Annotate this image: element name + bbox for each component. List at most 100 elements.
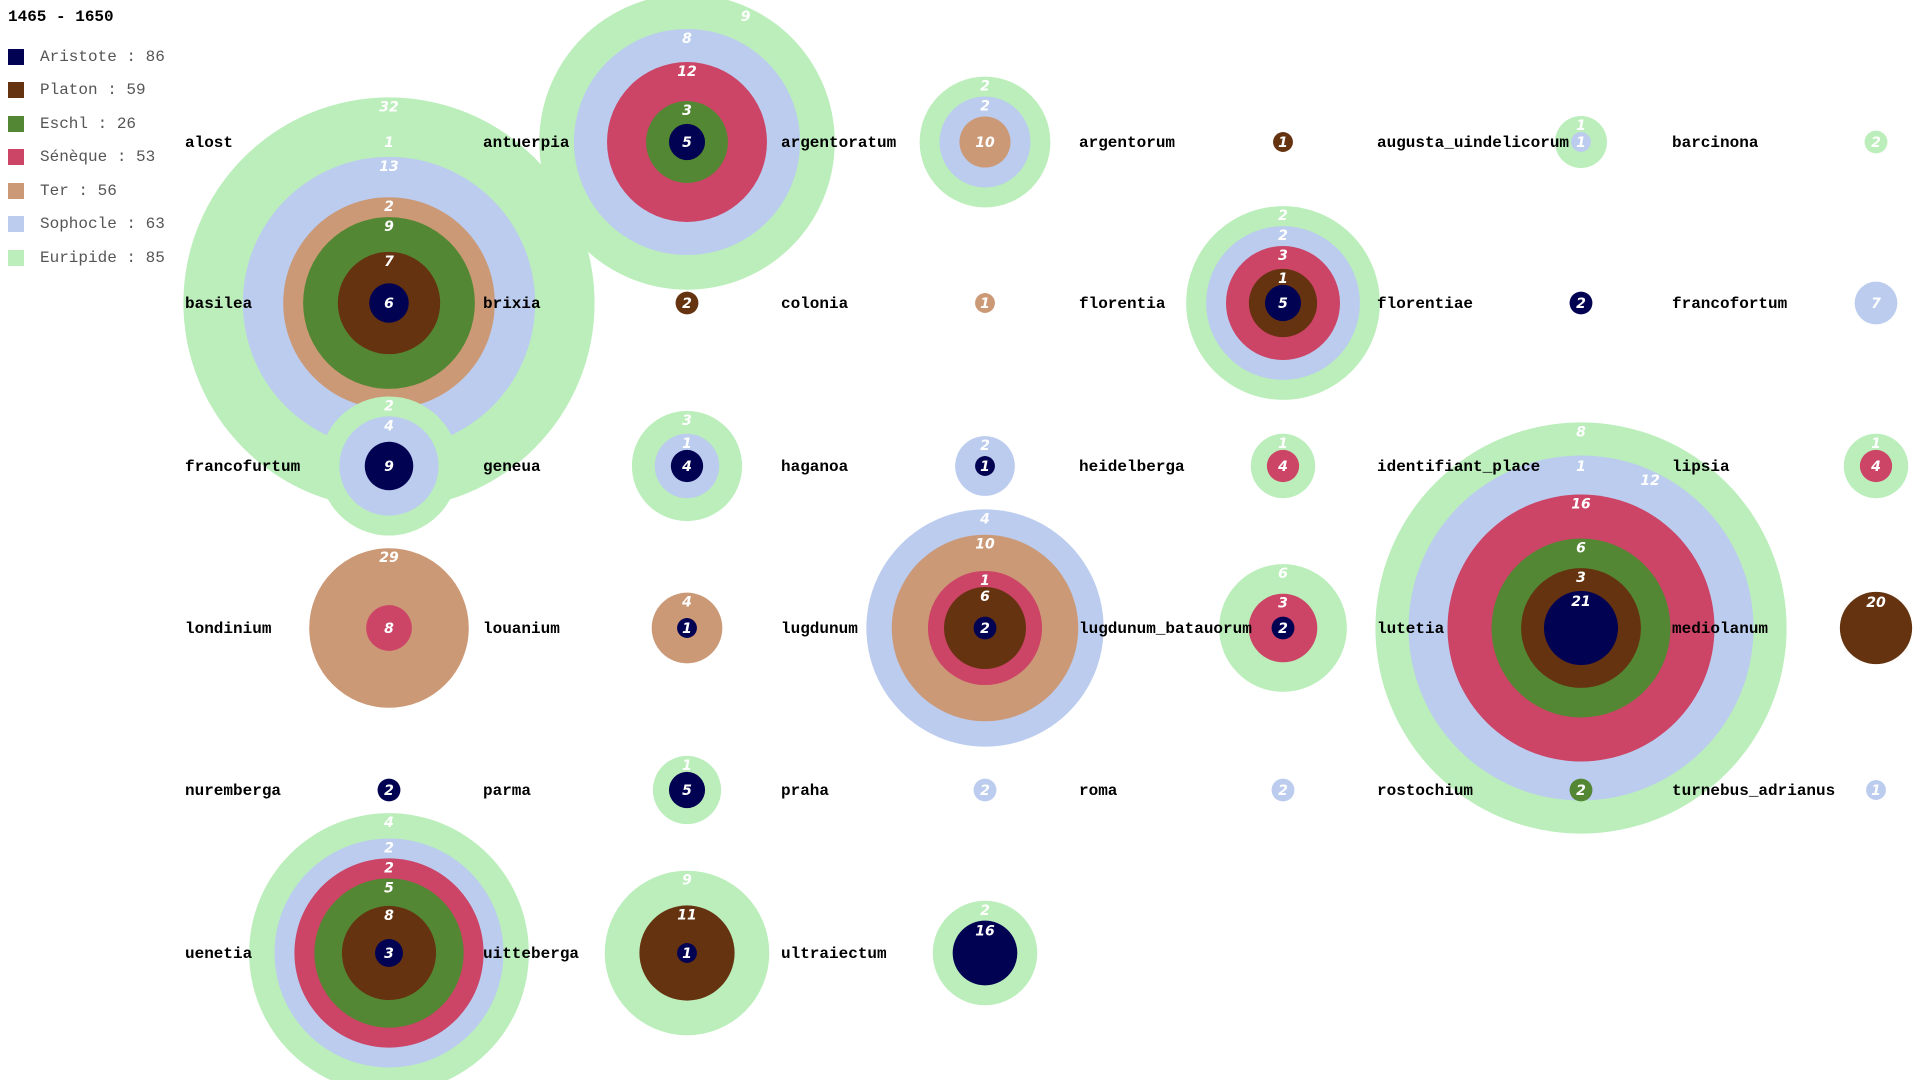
legend-item: Euripide : 85 <box>8 241 165 275</box>
city-lugdunum_batauorum <box>1219 564 1347 692</box>
legend-label: Eschl : 26 <box>40 114 137 133</box>
value-label: 9 <box>682 873 692 889</box>
city-argentorum <box>1273 132 1293 152</box>
ring-aristote <box>677 618 697 638</box>
value-label: 2 <box>1278 783 1288 799</box>
city-label: basilea <box>185 295 253 313</box>
legend-item: Sénèque : 53 <box>8 141 165 175</box>
city-lutetia <box>1375 422 1787 834</box>
chart-title: 1465 - 1650 <box>8 8 114 26</box>
value-label: 3 <box>1278 596 1288 612</box>
legend-swatch <box>8 249 24 266</box>
city-florentia <box>1186 206 1380 400</box>
city-label: barcinona <box>1672 134 1759 152</box>
legend-item: Aristote : 86 <box>8 40 165 74</box>
city-brixia <box>675 291 699 315</box>
ring-aristote <box>973 616 997 640</box>
value-label: 1 <box>384 135 394 151</box>
city-label: haganoa <box>781 458 849 476</box>
city-uenetia <box>249 813 529 1080</box>
value-label: 21 <box>1571 594 1590 610</box>
ring-platon <box>1273 132 1293 152</box>
legend-item: Eschl : 26 <box>8 107 165 141</box>
ring-sénèque <box>1266 449 1300 483</box>
value-label: 6 <box>1278 566 1288 582</box>
city-label: colonia <box>781 295 849 313</box>
legend-label: Sophocle : 63 <box>40 215 165 234</box>
ring-ter <box>975 293 995 313</box>
city-haganoa <box>955 436 1015 496</box>
value-label: 2 <box>980 783 990 799</box>
value-label: 8 <box>384 621 394 637</box>
value-label: 3 <box>1576 570 1586 586</box>
city-label: rostochium <box>1377 782 1473 800</box>
city-uitteberga <box>604 870 770 1036</box>
ring-eschl <box>1569 778 1593 802</box>
value-label: 4 <box>681 459 692 475</box>
value-label: 3 <box>1278 248 1288 264</box>
value-label: 4 <box>1870 459 1881 475</box>
value-label: 1 <box>1871 436 1881 452</box>
value-label: 1 <box>1278 135 1288 151</box>
value-label: 2 <box>980 99 990 115</box>
city-argentoratum <box>919 76 1051 208</box>
value-label: 2 <box>980 438 990 454</box>
value-label: 3 <box>682 413 692 429</box>
city-colonia <box>975 293 995 313</box>
ring-aristote <box>1271 616 1295 640</box>
city-francofurtum <box>319 396 459 536</box>
city-label: antuerpia <box>483 134 570 152</box>
value-label: 16 <box>975 924 995 940</box>
value-label: 12 <box>1640 473 1659 489</box>
value-label: 6 <box>1576 541 1586 557</box>
value-label: 4 <box>979 511 990 527</box>
city-label: brixia <box>483 295 541 313</box>
legend-label: Sénèque : 53 <box>40 148 156 167</box>
city-lipsia <box>1843 433 1909 499</box>
value-label: 2 <box>980 79 990 95</box>
legend-swatch <box>8 149 24 166</box>
value-label: 2 <box>384 398 394 414</box>
value-label: 1 <box>1871 783 1881 799</box>
value-label: 2 <box>384 860 394 876</box>
city-label: lutetia <box>1377 620 1445 638</box>
value-label: 2 <box>1278 208 1288 224</box>
value-label: 10 <box>975 135 995 151</box>
ring-sophocle <box>1271 778 1295 802</box>
value-label: 8 <box>1576 424 1586 440</box>
value-label: 8 <box>384 908 394 924</box>
city-label: francofortum <box>1672 295 1788 313</box>
value-label: 20 <box>1866 595 1886 611</box>
ring-platon <box>675 291 699 315</box>
city-label: argentorum <box>1079 134 1175 152</box>
value-label: 4 <box>383 815 394 831</box>
ring-aristote <box>668 771 706 809</box>
city-praha <box>973 778 997 802</box>
ring-euripide <box>1864 130 1888 154</box>
value-label: 7 <box>384 254 394 270</box>
city-basilea <box>183 97 595 509</box>
city-londinium <box>309 548 469 708</box>
value-label: 2 <box>980 903 990 919</box>
value-label: 29 <box>379 550 399 566</box>
legend-item: Ter : 56 <box>8 174 165 208</box>
ring-platon <box>1839 591 1913 665</box>
value-label: 2 <box>682 296 692 312</box>
value-label: 8 <box>682 31 692 47</box>
value-label: 16 <box>1571 497 1591 513</box>
value-label: 3 <box>384 946 394 962</box>
city-barcinona <box>1864 130 1888 154</box>
city-label: heidelberga <box>1079 458 1185 476</box>
city-label: augusta_uindelicorum <box>1377 134 1569 152</box>
city-rostochium <box>1569 778 1593 802</box>
value-label: 1 <box>980 459 990 475</box>
ring-aristote <box>369 283 409 323</box>
ring-aristote <box>668 123 706 161</box>
city-label: mediolanum <box>1672 620 1768 638</box>
value-label: 1 <box>1278 436 1288 452</box>
ring-aristote <box>364 441 414 491</box>
value-label: 2 <box>384 199 394 215</box>
ring-aristote <box>377 778 401 802</box>
value-label: 9 <box>741 9 751 25</box>
